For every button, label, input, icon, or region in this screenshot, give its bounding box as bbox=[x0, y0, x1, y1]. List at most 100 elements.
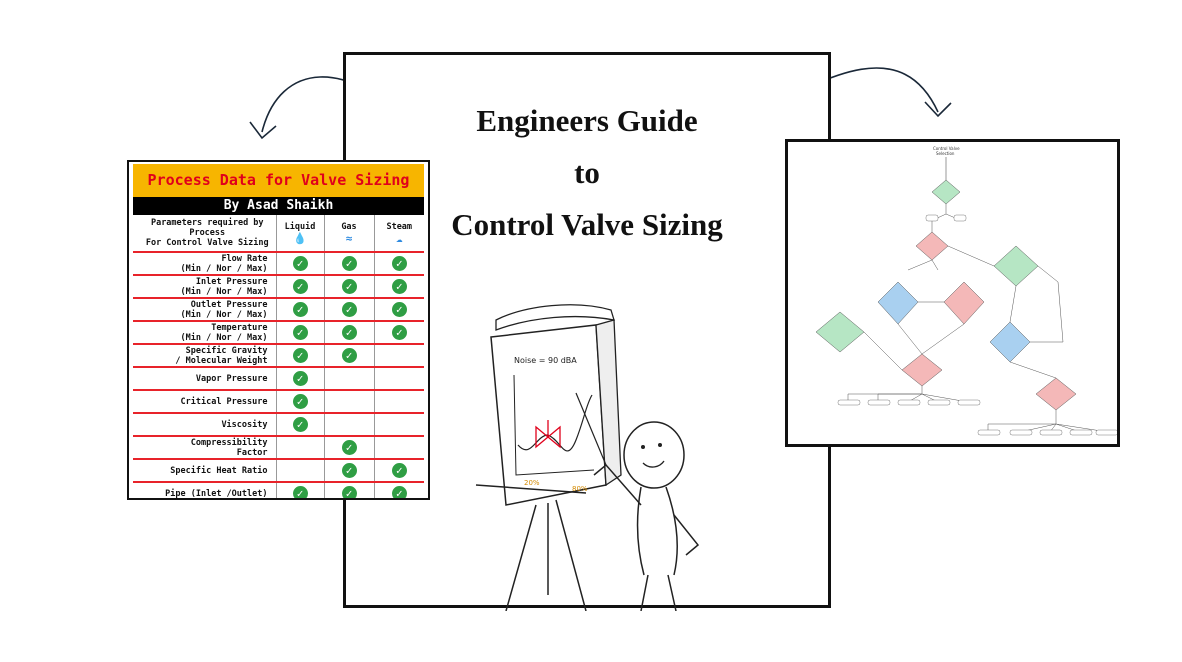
engineer-easel-illustration: Noise = 90 dBA 20% 80% bbox=[475, 304, 700, 611]
table-row: Vapor Pressure ✓ bbox=[133, 367, 424, 391]
check-icon: ✓ bbox=[391, 486, 407, 498]
cell-gas bbox=[323, 413, 374, 437]
row-label: Viscosity bbox=[133, 413, 276, 437]
check-icon: ✓ bbox=[292, 348, 308, 363]
easel-right-label: 80% bbox=[572, 485, 588, 493]
cell-steam bbox=[373, 344, 424, 368]
figure-smile bbox=[642, 460, 665, 468]
table-row: Outlet Pressure (Min / Nor / Max)✓✓✓ bbox=[133, 298, 424, 322]
check-icon: ✓ bbox=[391, 302, 407, 317]
easel-left-label: 20% bbox=[524, 479, 540, 487]
easel-valve-symbol bbox=[535, 425, 561, 449]
figure-head bbox=[623, 421, 685, 489]
arrow-to-flowchart-head bbox=[924, 101, 952, 118]
header-parameters: Parameters required by Process For Contr… bbox=[133, 215, 276, 253]
check-icon: ✓ bbox=[292, 371, 308, 386]
main-title-line-2: to bbox=[574, 155, 600, 190]
pointer-stick bbox=[575, 392, 607, 466]
easel-chart-axis bbox=[513, 374, 595, 476]
cell-liquid: ✓ bbox=[275, 298, 324, 322]
table-author: By Asad Shaikh bbox=[133, 197, 424, 215]
flow-edge bbox=[907, 259, 939, 271]
table-row: Temperature (Min / Nor / Max)✓✓✓ bbox=[133, 321, 424, 345]
check-icon: ✓ bbox=[391, 325, 407, 340]
easel-legs bbox=[475, 484, 587, 611]
header-steam-label: Steam bbox=[386, 221, 413, 232]
cell-gas: ✓ bbox=[323, 275, 374, 299]
cell-gas: ✓ bbox=[323, 436, 374, 460]
header-steam: Steam ☁ bbox=[373, 215, 424, 253]
table-row: Flow Rate (Min / Nor / Max)✓✓✓ bbox=[133, 252, 424, 276]
process-data-table-card: Process Data for Valve Sizing By Asad Sh… bbox=[127, 160, 430, 500]
easel-board bbox=[490, 324, 607, 506]
row-label: Specific Heat Ratio bbox=[133, 459, 276, 483]
check-icon: ✓ bbox=[341, 302, 357, 317]
cell-liquid bbox=[275, 436, 324, 460]
main-title-line-3: Control Valve Sizing bbox=[451, 207, 723, 242]
wind-icon: ≈ bbox=[345, 231, 353, 245]
check-icon: ✓ bbox=[292, 302, 308, 317]
flow-top-label: Control Valve bbox=[933, 146, 960, 151]
cell-steam bbox=[373, 367, 424, 391]
header-liquid: Liquid 💧 bbox=[275, 215, 324, 253]
flow-no-tag bbox=[953, 214, 967, 222]
row-label: Vapor Pressure bbox=[133, 367, 276, 391]
flow-node-green-3 bbox=[815, 311, 865, 353]
flow-yes-tag bbox=[925, 214, 939, 222]
valve-selection-flowchart: Control Valve Selection bbox=[815, 146, 1117, 436]
flow-node-red-3 bbox=[901, 353, 943, 387]
row-label: Specific Gravity / Molecular Weight bbox=[133, 344, 276, 368]
main-title-line-1: Engineers Guide bbox=[476, 103, 698, 138]
cell-liquid: ✓ bbox=[275, 482, 324, 498]
table-row: Critical Pressure✓ bbox=[133, 390, 424, 414]
header-gas: Gas ≈ bbox=[323, 215, 374, 253]
row-label: Inlet Pressure (Min / Nor / Max) bbox=[133, 275, 276, 299]
header-liquid-label: Liquid bbox=[284, 221, 316, 232]
cell-steam: ✓ bbox=[373, 275, 424, 299]
cell-steam bbox=[373, 390, 424, 414]
check-icon: ✓ bbox=[341, 256, 357, 271]
check-icon: ✓ bbox=[391, 256, 407, 271]
flowchart-card: Control Valve Selection bbox=[785, 139, 1120, 447]
cell-steam bbox=[373, 413, 424, 437]
cell-steam: ✓ bbox=[373, 298, 424, 322]
cell-gas: ✓ bbox=[323, 482, 374, 498]
flow-node-green-2 bbox=[993, 245, 1039, 287]
cell-gas: ✓ bbox=[323, 252, 374, 276]
check-icon: ✓ bbox=[341, 463, 357, 478]
table-row: Compressibility Factor✓ bbox=[133, 436, 424, 460]
cell-liquid: ✓ bbox=[275, 252, 324, 276]
row-label: Flow Rate (Min / Nor / Max) bbox=[133, 252, 276, 276]
cell-liquid: ✓ bbox=[275, 344, 324, 368]
table-row: Specific Gravity / Molecular Weight ✓ ✓ bbox=[133, 344, 424, 368]
easel-board-roll bbox=[595, 319, 622, 487]
check-icon: ✓ bbox=[292, 394, 308, 409]
check-icon: ✓ bbox=[341, 486, 357, 498]
figure-eye-left bbox=[641, 445, 645, 449]
flow-branches bbox=[847, 386, 1109, 433]
cell-liquid: ✓ bbox=[275, 390, 324, 414]
flow-node-green-1 bbox=[931, 179, 961, 205]
flow-node-red-4 bbox=[1035, 377, 1077, 411]
check-icon: ✓ bbox=[292, 417, 308, 432]
flow-node-blue-1 bbox=[877, 281, 919, 325]
flow-leaf-tags bbox=[837, 399, 1117, 436]
row-label: Temperature (Min / Nor / Max) bbox=[133, 321, 276, 345]
figure-arm-rest bbox=[673, 514, 700, 556]
cell-gas bbox=[323, 367, 374, 391]
table-row: Pipe (Inlet /Outlet)✓✓✓ bbox=[133, 482, 424, 498]
check-icon: ✓ bbox=[341, 325, 357, 340]
arrow-to-table-head bbox=[249, 121, 277, 140]
cell-steam bbox=[373, 436, 424, 460]
cell-steam: ✓ bbox=[373, 482, 424, 498]
cell-liquid bbox=[275, 459, 324, 483]
check-icon: ✓ bbox=[292, 486, 308, 498]
steam-cloud-icon: ☁ bbox=[395, 231, 403, 245]
cell-gas: ✓ bbox=[323, 459, 374, 483]
figure-body bbox=[636, 486, 678, 576]
check-icon: ✓ bbox=[341, 348, 357, 363]
cell-liquid: ✓ bbox=[275, 367, 324, 391]
table-row: Inlet Pressure (Min / Nor / Max)✓✓✓ bbox=[133, 275, 424, 299]
table-row: Viscosity ✓ bbox=[133, 413, 424, 437]
easel-top-roll bbox=[495, 304, 615, 331]
